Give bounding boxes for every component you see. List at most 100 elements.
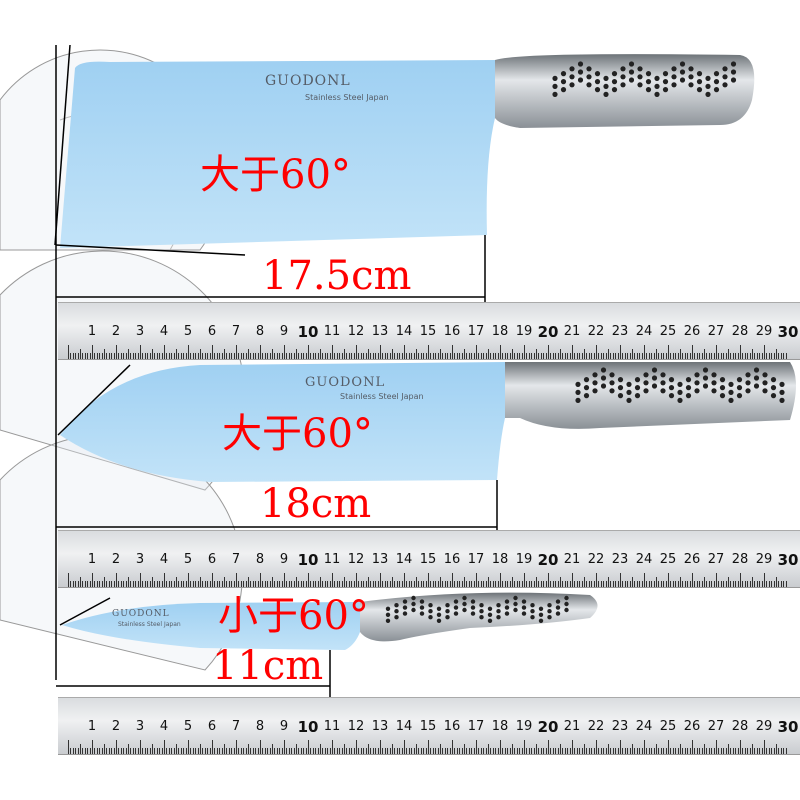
handle-dot [677,389,683,395]
ruler-tick [646,748,648,754]
ruler-tick [370,353,372,359]
ruler-tick [255,353,257,359]
ruler-tick [716,740,717,754]
ruler-tick [701,581,703,587]
ruler-tick [680,349,681,359]
ruler-tick [375,353,377,359]
ruler-tick [317,581,319,587]
handle-dot [671,66,677,72]
ruler-tick [543,748,545,754]
ruler-tick [658,748,660,754]
ruler-tick [648,581,650,587]
ruler-tick [173,581,175,587]
ruler-tick [140,740,141,754]
ruler-tick [610,748,612,754]
ruler-tick [468,353,470,359]
ruler-tick [752,577,753,587]
ruler-tick [461,353,463,359]
handle-dot [728,389,734,395]
ruler-tick [454,748,456,754]
ruler-tick [353,748,355,754]
ruler-tick [464,577,465,587]
handle-dot [628,69,635,75]
ruler-tick [586,748,588,754]
ruler-tick [75,353,77,359]
ruler-tick [620,345,621,359]
ruler-tick [252,581,254,587]
ruler-tick [478,581,480,587]
handle-dot [679,77,686,83]
ruler-tick [192,748,194,754]
ruler-tick [303,353,305,359]
ruler-tick [569,748,571,754]
ruler-tick [209,748,211,754]
ruler-tick [480,748,482,754]
handle-dot [637,74,643,80]
handle-dot [569,74,575,80]
ruler-number: 15 [419,552,437,567]
ruler-tick [358,581,360,587]
ruler-tick [610,581,612,587]
ruler-tick [663,581,665,587]
handle-dot [668,377,675,383]
ruler-tick [185,353,187,359]
ruler-tick [639,581,641,587]
ruler-tick [747,581,749,587]
handle-dot [453,611,459,616]
ruler-number: 20 [537,718,559,736]
handle-dot [753,383,760,389]
handle-dot [643,372,649,378]
ruler-tick [322,581,324,587]
ruler-tick [296,744,297,754]
ruler-tick [176,577,177,587]
ruler-tick [243,748,245,754]
ruler-tick [560,744,561,754]
ruler-tick [783,581,785,587]
ruler-tick [485,581,487,587]
handle-dot [679,69,686,75]
ruler-tick [416,744,417,754]
ruler-tick [166,581,168,587]
ruler-tick [281,748,283,754]
ruler-tick [732,581,734,587]
ruler-tick [456,353,458,359]
ruler-tick [216,581,218,587]
ruler-tick [759,581,761,587]
ruler-tick [250,748,252,754]
ruler-tick [526,581,528,587]
ruler-tick [166,353,168,359]
ruler-tick [514,581,516,587]
handle-dot [504,599,510,604]
brand-logo: GUODONL [265,73,351,89]
ruler-tick [344,349,345,359]
handle-dot [385,606,391,611]
ruler-tick [483,353,485,359]
ruler-tick [106,353,108,359]
ruler-tick [99,581,101,587]
handle-dot [702,367,709,373]
ruler-tick [75,581,77,587]
ruler-tick [543,353,545,359]
ruler-tick [663,748,665,754]
ruler-tick [154,748,156,754]
ruler-tick [603,581,605,587]
handle-dot [637,82,643,88]
ruler-tick [581,353,583,359]
ruler-tick [238,353,240,359]
chef-knife [60,362,796,482]
ruler-tick [226,581,228,587]
ruler-tick [284,740,285,754]
ruler-tick [80,744,81,754]
ruler-tick [519,353,521,359]
ruler-tick [452,740,453,754]
ruler-number: 11 [323,719,341,734]
ruler-tick [171,748,173,754]
ruler-tick [668,573,669,587]
ruler-tick [759,353,761,359]
ruler-tick [646,353,648,359]
ruler-tick [125,581,127,587]
handle-dot [628,61,635,67]
ruler-tick [682,748,684,754]
ruler-tick [178,353,180,359]
ruler-tick [440,744,441,754]
